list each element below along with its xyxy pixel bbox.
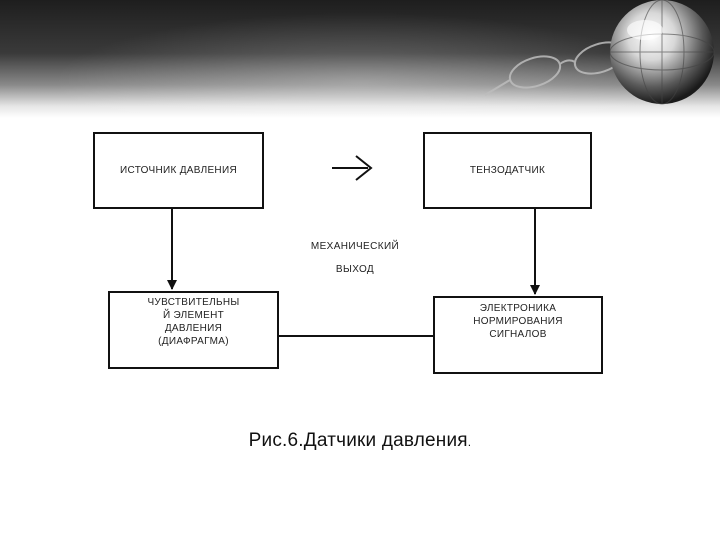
pressure-source-box: ИСТОЧНИК ДАВЛЕНИЯ (93, 132, 264, 209)
figure-caption-text: Рис.6.Датчики давления (248, 430, 468, 451)
signal-electronics-box: ЭЛЕКТРОНИКА НОРМИРОВАНИЯ СИГНАЛОВ (433, 296, 603, 374)
strain-gauge-label: ТЕНЗОДАТЧИК (469, 165, 546, 176)
figure-caption: Рис.6.Датчики давления. (150, 430, 570, 452)
glasses-globe-decoration (484, 0, 715, 105)
edge-label-mechanical: МЕХАНИЧЕСКИЙ (310, 241, 400, 252)
header-shine (0, 0, 720, 118)
globe-icon (609, 0, 715, 105)
sensing-element-box: ЧУВСТВИТЕЛЬНЫ Й ЭЛЕМЕНТ ДАВЛЕНИЯ (ДИАФРА… (108, 291, 279, 369)
figure-caption-period: . (467, 435, 472, 449)
pressure-source-label: ИСТОЧНИК ДАВЛЕНИЯ (120, 165, 237, 176)
right-arrow-icon (332, 155, 373, 181)
strain-gauge-box: ТЕНЗОДАТЧИК (423, 132, 592, 209)
signal-electronics-label: ЭЛЕКТРОНИКА НОРМИРОВАНИЯ СИГНАЛОВ (473, 303, 563, 340)
sensing-element-label: ЧУВСТВИТЕЛЬНЫ Й ЭЛЕМЕНТ ДАВЛЕНИЯ (ДИАФРА… (147, 297, 240, 347)
edge-label-output: ВЫХОД (335, 264, 375, 275)
header-banner (0, 0, 720, 118)
